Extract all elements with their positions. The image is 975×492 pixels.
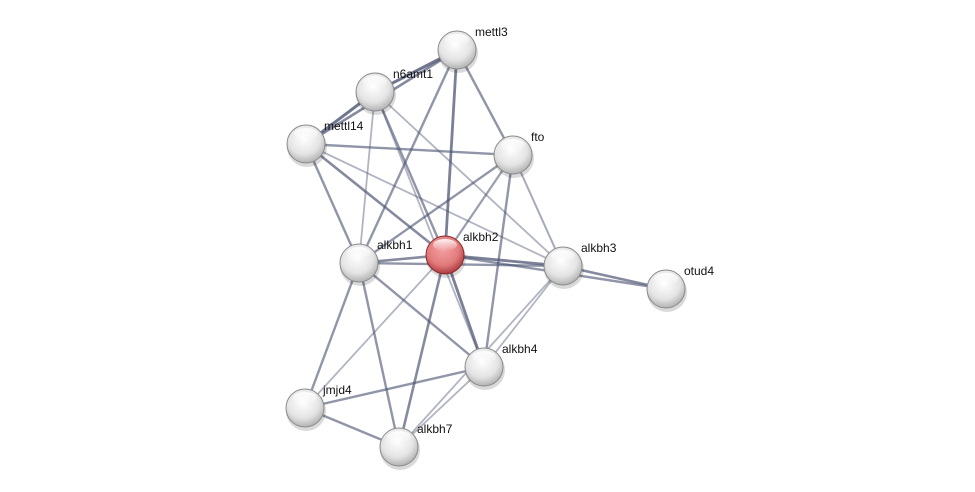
edge-alkbh1-alkbh4[interactable]	[358, 262, 485, 368]
node-highlight	[294, 128, 318, 140]
node-mettl14[interactable]: mettl14	[286, 119, 364, 167]
edge-alkbh4-jmjd4[interactable]	[304, 365, 485, 410]
edge-n6amt1-alkbh4[interactable]	[374, 91, 485, 368]
node-label: alkbh3	[581, 241, 617, 255]
edge-alkbh3-alkbh4[interactable]	[483, 265, 564, 368]
edge-alkbh2-alkbh7[interactable]	[397, 254, 447, 448]
node-mettl3[interactable]: mettl3	[437, 25, 508, 73]
node-jmjd4[interactable]: jmjd4	[285, 383, 352, 431]
edge-alkbh2-alkbh4[interactable]	[443, 254, 486, 368]
node-label: fto	[531, 130, 545, 144]
edge-mettl3-alkbh1[interactable]	[357, 49, 459, 264]
node-highlight	[363, 76, 387, 88]
node-alkbh2[interactable]: alkbh2	[425, 230, 499, 278]
node-label: mettl14	[324, 119, 364, 133]
node-highlight	[293, 392, 317, 404]
node-label: alkbh4	[502, 342, 538, 356]
edge-n6amt1-alkbh3[interactable]	[374, 91, 564, 267]
node-highlight	[433, 239, 457, 251]
edge-fto-alkbh2[interactable]	[444, 154, 514, 256]
node-label: mettl3	[475, 25, 508, 39]
edge-fto-alkbh1[interactable]	[358, 154, 514, 264]
node-alkbh4[interactable]: alkbh4	[464, 342, 538, 390]
edge-alkbh2-jmjd4[interactable]	[304, 254, 446, 409]
edge-mettl3-fto[interactable]	[455, 49, 515, 156]
edge-mettl14-alkbh1[interactable]	[304, 143, 361, 264]
edge-mettl14-alkbh2[interactable]	[305, 142, 446, 257]
node-highlight	[387, 431, 411, 443]
node-otud4[interactable]: otud4	[646, 264, 714, 312]
edge-mettl14-fto[interactable]	[305, 142, 514, 157]
edge-mettl14-alkbh3[interactable]	[305, 143, 564, 267]
node-n6amt1[interactable]: n6amt1	[355, 67, 433, 115]
edge-n6amt1-alkbh1[interactable]	[358, 91, 376, 264]
node-highlight	[347, 247, 371, 259]
node-label: n6amt1	[393, 67, 433, 81]
node-highlight	[445, 34, 469, 46]
node-label: jmjd4	[322, 383, 352, 397]
node-layer: mettl3 n6amt1 mettl14 fto alkbh1 alkbh2 alkbh3…	[285, 25, 714, 470]
edge-alkbh1-jmjd4[interactable]	[303, 262, 361, 409]
node-highlight	[551, 250, 575, 262]
node-alkbh7[interactable]: alkbh7	[379, 422, 453, 470]
edge-fto-alkbh3[interactable]	[512, 154, 564, 267]
node-label: alkbh2	[463, 230, 499, 244]
node-highlight	[472, 351, 496, 363]
node-label: otud4	[684, 264, 714, 278]
node-highlight	[654, 273, 678, 285]
node-label: alkbh7	[417, 422, 453, 436]
edge-alkbh1-alkbh7[interactable]	[357, 262, 401, 448]
node-fto[interactable]: fto	[493, 130, 545, 178]
node-alkbh3[interactable]: alkbh3	[543, 241, 617, 289]
edge-n6amt1-alkbh2[interactable]	[373, 91, 447, 256]
node-label: alkbh1	[377, 238, 413, 252]
node-alkbh1[interactable]: alkbh1	[339, 238, 413, 286]
node-highlight	[501, 139, 525, 151]
